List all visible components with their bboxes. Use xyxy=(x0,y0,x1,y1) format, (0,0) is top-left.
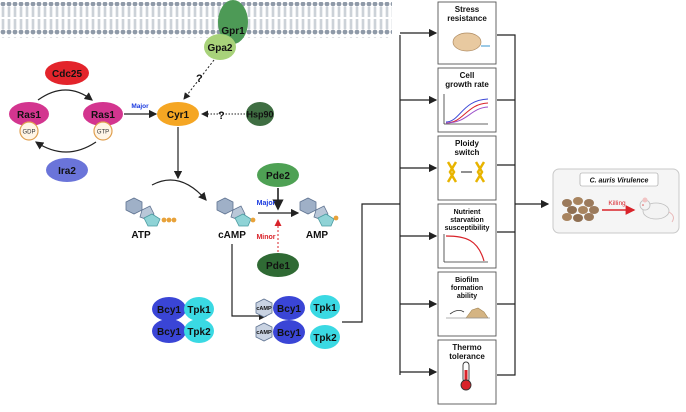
cdc25-label: Cdc25 xyxy=(52,69,82,80)
inactive-pka-complex xyxy=(152,297,214,343)
gpa2-protein xyxy=(204,34,236,60)
major-label-ras: Major xyxy=(131,103,149,110)
ira2-label: Ira2 xyxy=(58,166,76,177)
minor-label-pde1: Minor xyxy=(256,234,275,241)
atp-to-camp-arc xyxy=(151,179,207,201)
cdc25-protein xyxy=(45,61,89,85)
tpk2-b-label: Tpk2 xyxy=(313,333,337,344)
gpr1-receptor xyxy=(218,0,248,44)
ras1-gtp-protein xyxy=(83,102,123,126)
gpa2-to-cyr1-arrow xyxy=(183,59,215,100)
cyr1-label: Cyr1 xyxy=(167,110,190,121)
pde1-label: Pde1 xyxy=(266,261,290,272)
ras1-gdp-label: Ras1 xyxy=(17,110,41,121)
pde2-protein xyxy=(257,163,299,187)
gtp-label: GTP xyxy=(97,130,109,136)
tpk1-b-label: Tpk1 xyxy=(313,303,337,314)
ploidy-switch-illustration-icon xyxy=(446,161,486,183)
stress-resistance-box xyxy=(437,1,497,65)
hsp90-question-mark: ? xyxy=(218,110,225,122)
biofilm-formation-ability-box xyxy=(437,271,497,337)
pde2-label: Pde2 xyxy=(266,171,290,182)
stress-resistance-illustration-icon xyxy=(452,32,490,52)
virulence-title: C. auris Virulence xyxy=(590,178,649,185)
camp-molecule-icon xyxy=(216,197,256,227)
amp-label: AMP xyxy=(306,230,329,241)
killing-label: Killing xyxy=(608,200,626,207)
nutrient-starvation-susceptibility-illustration-icon xyxy=(443,234,488,263)
cdc25-activation-arc xyxy=(37,89,93,101)
major-label-pde2: Major xyxy=(257,200,276,207)
gtp-circle xyxy=(93,121,113,141)
hsp90-label: Hsp90 xyxy=(246,110,273,120)
ras1-gdp-protein xyxy=(9,102,49,126)
ira2-protein xyxy=(46,158,88,182)
tpk1-free-protein xyxy=(310,295,340,319)
mouse-icon xyxy=(639,197,674,223)
cell-growth-rate-box xyxy=(437,67,497,133)
ploidy-switch-box xyxy=(437,135,497,201)
gpr1-label: Gpr1 xyxy=(221,26,245,37)
biofilm-formation-ability-illustration-icon xyxy=(446,307,490,319)
bcy1-d-label: Bcy1 xyxy=(277,328,301,339)
atp-molecule-icon xyxy=(125,197,177,227)
camp-to-pka-arrow xyxy=(231,244,268,321)
tpk1-a-label: Tpk1 xyxy=(187,305,211,316)
ras1-gtp-label: Ras1 xyxy=(91,110,115,121)
camp-tag-2-label: cAMP xyxy=(256,330,272,336)
atp-label: ATP xyxy=(131,230,151,241)
gdp-circle xyxy=(19,121,39,141)
tpk2-a-label: Tpk2 xyxy=(187,327,211,338)
camp-tag-1-label: cAMP xyxy=(256,306,272,312)
amp-molecule-icon xyxy=(299,197,339,227)
hsp90-protein xyxy=(246,102,274,126)
gpa2-question-mark: ? xyxy=(196,73,203,85)
bcy1-a-label: Bcy1 xyxy=(157,305,181,316)
camp-bcy1-complex xyxy=(255,296,305,344)
thermo-tolerance-illustration-icon xyxy=(460,361,472,391)
gpa2-label: Gpa2 xyxy=(207,43,232,54)
bcy1-c-label: Bcy1 xyxy=(277,304,301,315)
tpk2-free-protein xyxy=(310,325,340,349)
phenotypes-to-virulence-bracket xyxy=(497,34,550,376)
cyr1-protein xyxy=(157,102,199,126)
ira2-inactivation-arc xyxy=(35,141,97,153)
gdp-label: GDP xyxy=(22,130,35,136)
cell-membrane xyxy=(0,2,392,38)
pka-to-phenotypes-bracket xyxy=(342,203,400,323)
pde1-protein xyxy=(257,253,299,277)
yeast-cells-icon xyxy=(562,197,599,222)
camp-label: cAMP xyxy=(218,230,246,241)
cell-growth-rate-illustration-icon xyxy=(443,94,489,125)
bcy1-b-label: Bcy1 xyxy=(157,327,181,338)
